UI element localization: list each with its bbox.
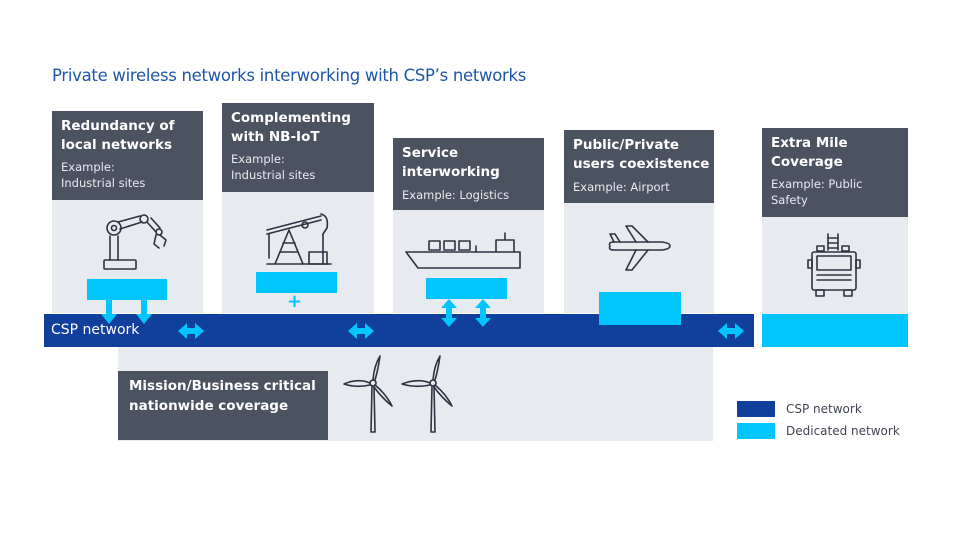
panel-redundancy-sub-2: Industrial sites	[61, 176, 146, 190]
horizontal-double-arrow-icon	[718, 323, 744, 339]
panel-nbiot-sub-1: Example:	[231, 152, 285, 166]
horizontal-double-arrow-icon	[348, 323, 374, 339]
dedicated-network-extramile	[762, 314, 908, 347]
legend-swatch-dedicated	[737, 423, 775, 439]
panel-redundancy-title-2: local networks	[61, 137, 172, 153]
wind-turbine-icon	[343, 355, 453, 433]
panel-coexistence-title-2: users coexistence	[573, 156, 710, 172]
mission-header: Mission/Business critical nationwide cov…	[118, 371, 328, 440]
oil-pump-icon	[266, 213, 332, 265]
panel-nbiot-header: Complementing with NB-IoT Example: Indus…	[222, 103, 374, 192]
plus-sign: +	[287, 291, 303, 312]
dedicated-network-service	[426, 278, 507, 299]
vertical-double-arrow-icon	[441, 299, 457, 327]
panel-coexistence-header: Public/Private users coexistence Example…	[564, 130, 714, 203]
panel-service-title-2: interworking	[402, 164, 500, 180]
fire-truck-icon	[807, 233, 861, 297]
panel-coexistence-title-1: Public/Private	[573, 137, 680, 153]
mission-title-2: nationwide coverage	[129, 398, 289, 414]
mission-title-1: Mission/Business critical	[129, 378, 316, 394]
panel-nbiot-title-1: Complementing	[231, 110, 351, 126]
cargo-ship-icon	[405, 232, 521, 269]
coexistence-overlap-outline	[599, 314, 681, 325]
panel-extramile-header: Extra Mile Coverage Example: Public Safe…	[762, 128, 908, 217]
panel-redundancy-header: Redundancy of local networks Example: In…	[52, 111, 203, 200]
panel-extramile-sub-2: Safety	[771, 193, 808, 207]
panel-redundancy-title-1: Redundancy of	[61, 118, 175, 134]
vertical-double-arrow-icon	[475, 299, 491, 327]
down-arrow-icon	[101, 300, 117, 324]
panel-service-sub-1: Example: Logistics	[402, 188, 510, 202]
panel-redundancy-sub-1: Example:	[61, 160, 115, 174]
dedicated-network-nbiot	[256, 272, 337, 293]
robot-arm-icon	[103, 214, 167, 270]
dedicated-network-redundancy	[87, 279, 167, 300]
legend-swatch-csp	[737, 401, 775, 417]
panel-service-title-1: Service	[402, 145, 459, 161]
legend-label-csp: CSP network	[786, 402, 862, 416]
diagram-title: Private wireless networks interworking w…	[52, 66, 527, 85]
panel-extramile-title-1: Extra Mile	[771, 135, 848, 151]
down-arrow-icon	[136, 300, 152, 324]
panel-extramile-title-2: Coverage	[771, 154, 843, 170]
panel-extramile-bg	[762, 217, 908, 314]
panel-nbiot-title-2: with NB-IoT	[231, 129, 320, 145]
horizontal-double-arrow-icon	[178, 323, 204, 339]
panel-coexistence-sub-1: Example: Airport	[573, 180, 670, 194]
panel-service-header: Service interworking Example: Logistics	[393, 138, 544, 210]
csp-network-label: CSP network	[51, 322, 140, 338]
legend-label-dedicated: Dedicated network	[786, 424, 900, 438]
airplane-icon	[608, 225, 671, 271]
panel-extramile-sub-1: Example: Public	[771, 177, 863, 191]
panel-nbiot-sub-2: Industrial sites	[231, 168, 316, 182]
